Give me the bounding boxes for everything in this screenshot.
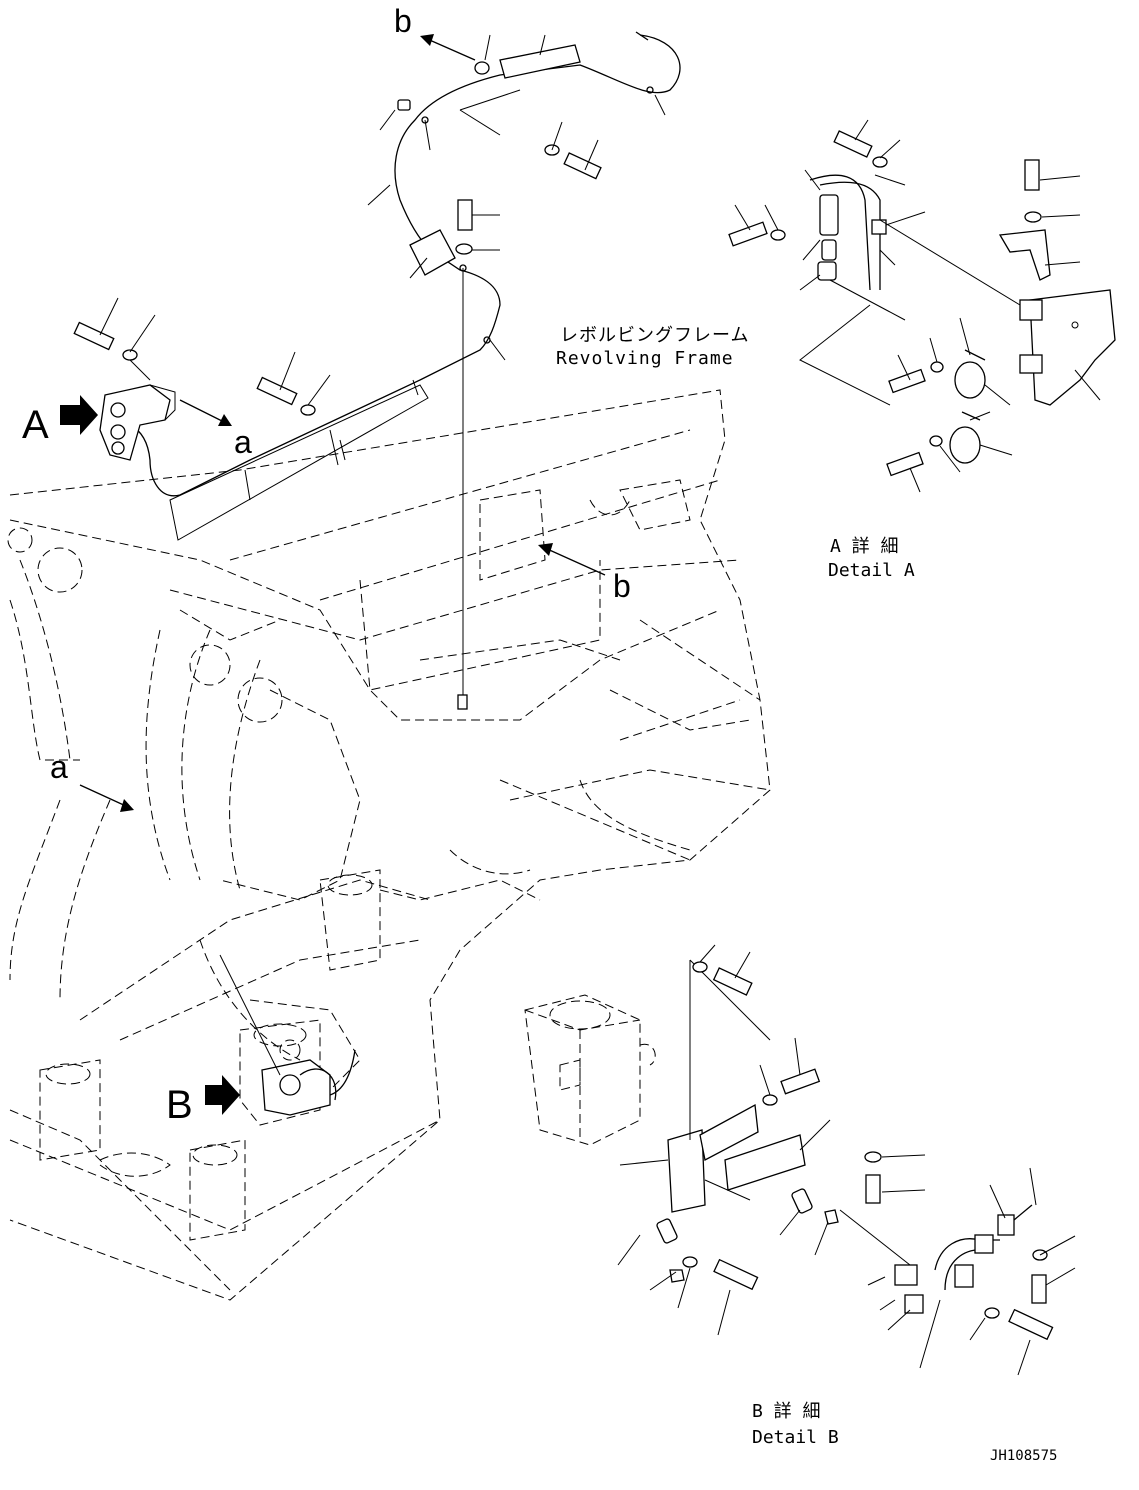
drawing-number: JH108575 xyxy=(990,1448,1057,1464)
ref-b-frame-label: b xyxy=(613,568,631,604)
detail-a-en: Detail A xyxy=(828,560,915,581)
ref-b-top-label: b xyxy=(394,3,412,39)
connector-bracket-a xyxy=(60,297,331,461)
view-b-assembly xyxy=(205,954,356,1116)
ref-a-frame-label: a xyxy=(50,749,68,785)
detail-b-jp: B 詳 細 xyxy=(752,1401,821,1422)
arrow-b-frame xyxy=(538,543,606,576)
bolt-top-center xyxy=(459,89,602,180)
frame-label-jp: レボルビングフレーム xyxy=(560,325,749,346)
arrow-a-frame xyxy=(79,784,134,812)
ref-a-bracket-label: a xyxy=(234,424,252,460)
view-a-callout: A xyxy=(22,403,49,447)
detail-a-drawing xyxy=(728,119,1116,493)
view-b-callout: B xyxy=(166,1083,193,1127)
detail-a-jp: A 詳 細 xyxy=(830,536,899,557)
frame-mounting-posts xyxy=(39,869,381,1241)
detail-b-en: Detail B xyxy=(752,1427,839,1448)
frame-label-en: Revolving Frame xyxy=(556,348,734,369)
detail-b-drawing xyxy=(524,944,1076,1376)
revolving-frame xyxy=(7,389,771,1301)
wiring-harness xyxy=(129,31,681,710)
arrow-b-top xyxy=(420,34,476,61)
bolt-mid-center xyxy=(455,199,500,255)
